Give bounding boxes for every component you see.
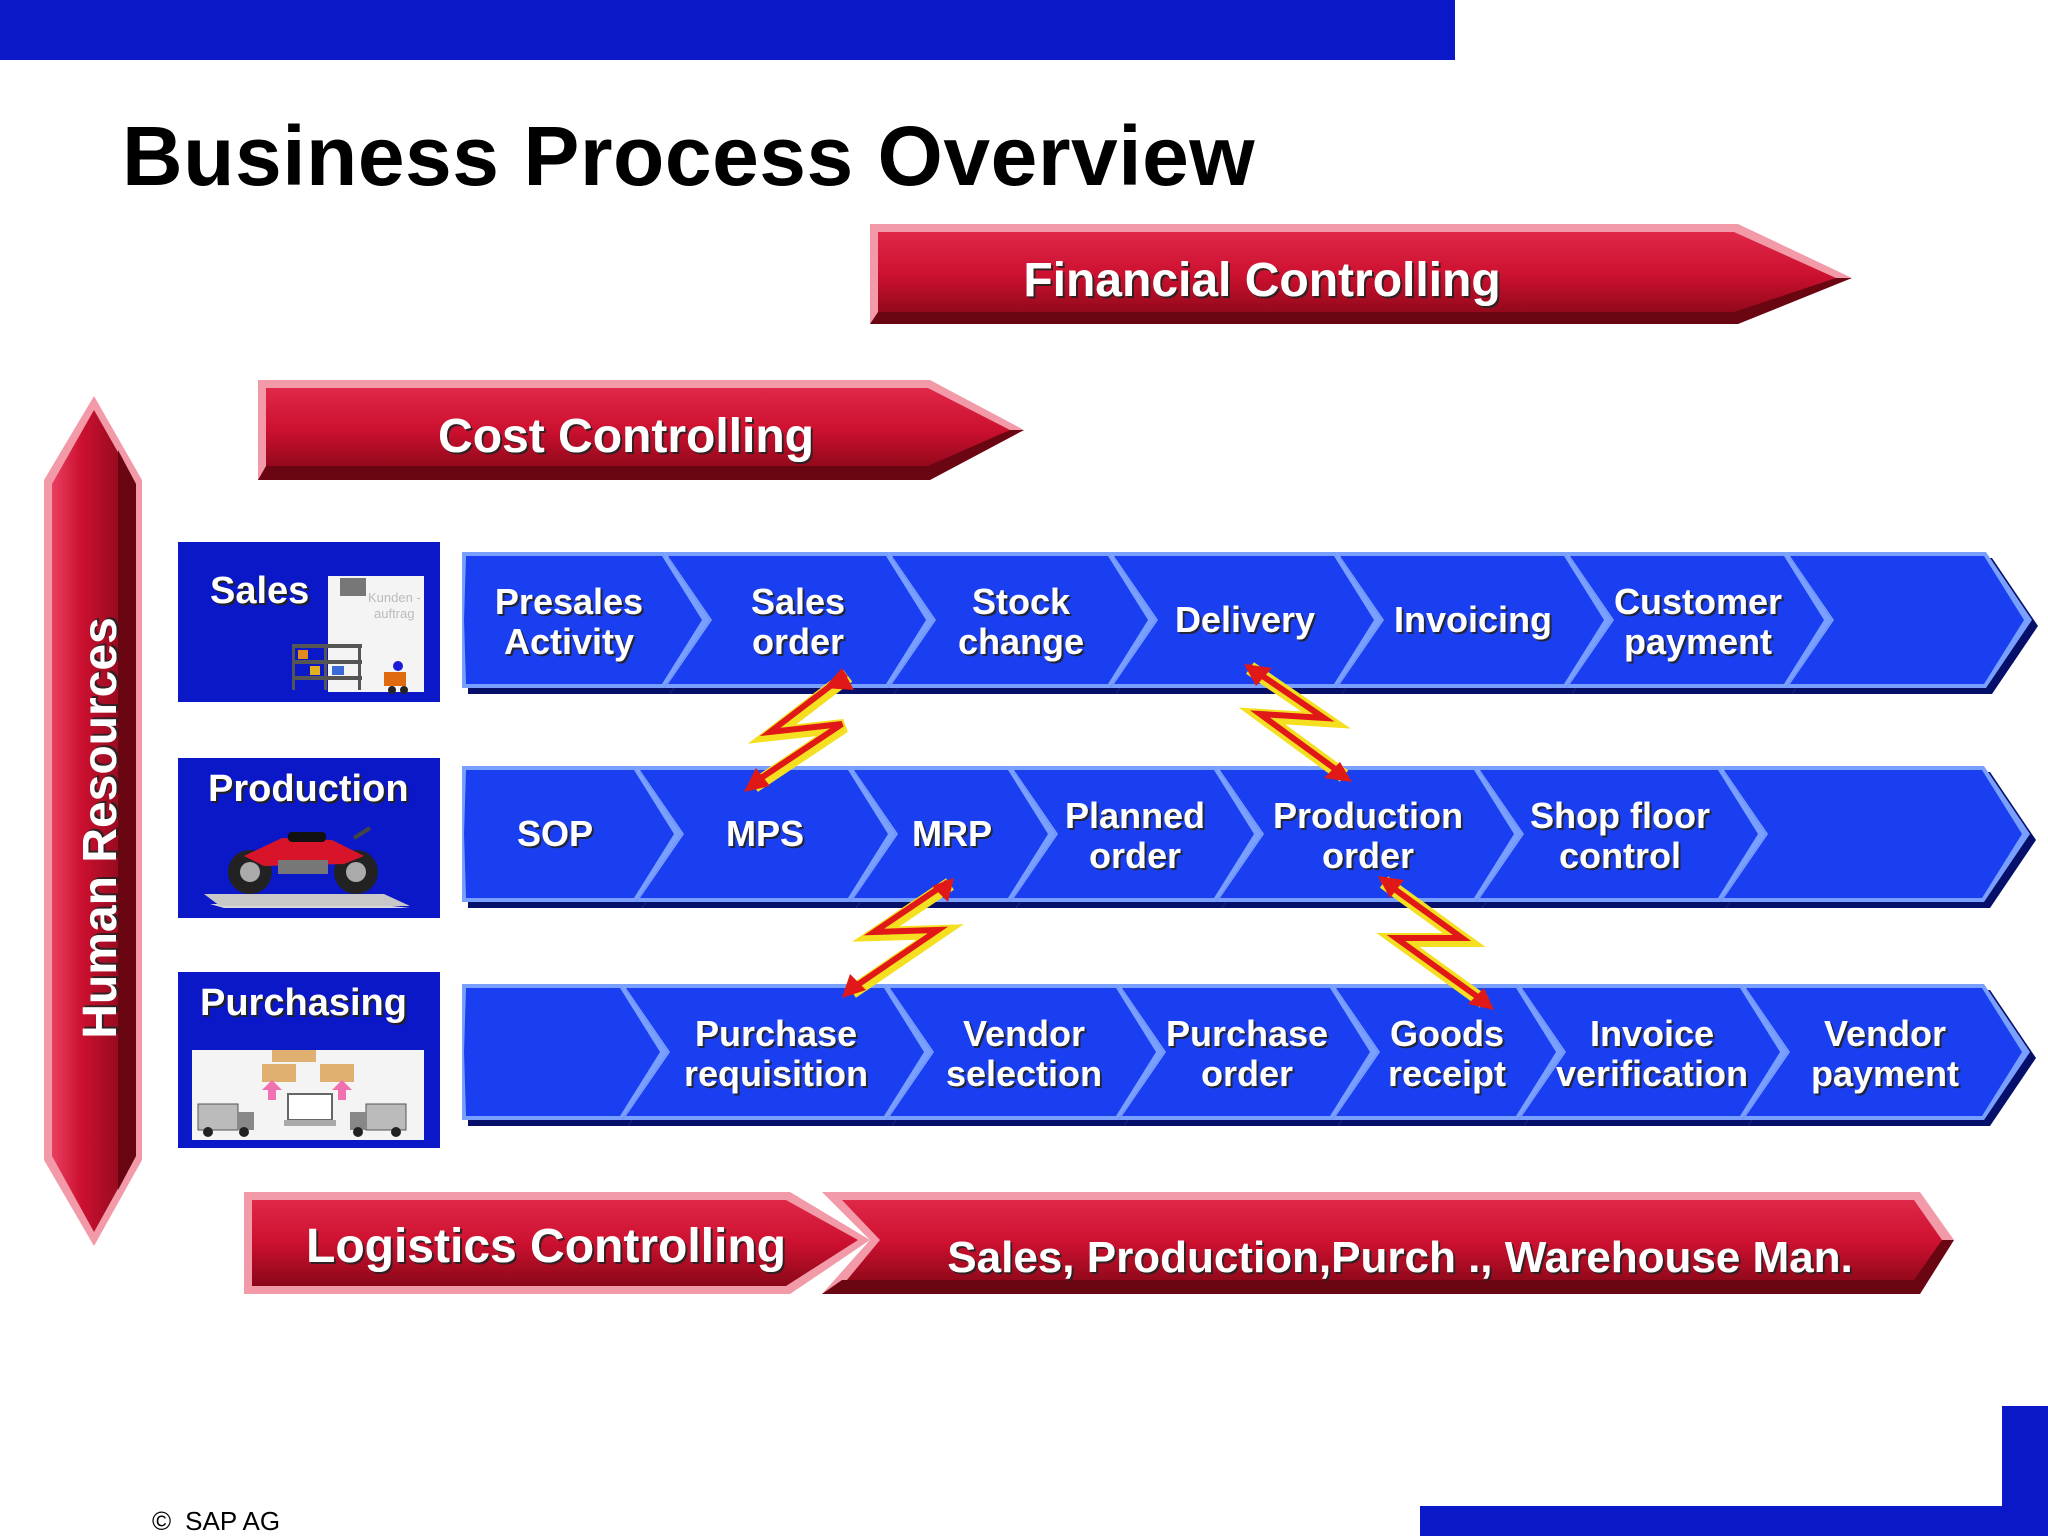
sales-step-1-label-1: Presales	[495, 581, 643, 622]
sales-step-7	[1786, 552, 2038, 694]
production-step-5-label-1: Production	[1273, 795, 1463, 836]
purchasing-step-6-label-1: Invoice	[1590, 1013, 1714, 1054]
sales-step-3-label-2: change	[958, 621, 1084, 662]
picture-text-1: Kunden -	[368, 590, 421, 605]
sales-step-6-label-2: payment	[1624, 621, 1772, 662]
sales-step-3-label-1: Stock	[972, 581, 1071, 622]
logistics-controlling-arrow	[244, 1192, 1954, 1294]
footer-accent-bar	[1420, 1506, 2048, 1536]
sales-step-2-label-1: Sales	[751, 581, 845, 622]
production-box: Production	[178, 758, 440, 918]
sales-box: Sales Kunden - auftrag	[178, 542, 440, 702]
purchasing-box: Purchasing	[178, 972, 440, 1148]
purchasing-step-7-label-2: payment	[1811, 1053, 1959, 1094]
purchasing-step-2-label-1: Purchase	[695, 1013, 857, 1054]
printer-icon	[340, 578, 366, 596]
sales-step-6-label-1: Customer	[1614, 581, 1782, 622]
production-step-2: MPS	[636, 766, 902, 908]
production-step-6-label-2: control	[1559, 835, 1681, 876]
lightning-sales-mps	[744, 668, 854, 792]
logistics-picture	[192, 1028, 424, 1140]
motorcycle-icon	[204, 826, 410, 908]
sales-step-1-label-2: Activity	[504, 621, 634, 662]
copyright-symbol: ©	[152, 1506, 172, 1536]
cost-controlling-arrow	[258, 380, 1024, 480]
warehouse-picture: Kunden - auftrag	[292, 576, 424, 694]
production-step-1-label-1: SOP	[517, 813, 593, 854]
production-step-2-label-1: MPS	[726, 813, 804, 854]
sales-step-5-label-1: Invoicing	[1394, 599, 1552, 640]
sales-step-2-label-2: order	[752, 621, 844, 662]
shelves-icon	[292, 644, 408, 694]
production-step-3: MRP	[850, 766, 1062, 908]
financial-controlling-arrow	[870, 224, 1852, 324]
lightning-mrp-purchase	[842, 878, 964, 998]
trucks-icon	[197, 1028, 407, 1137]
production-step-4-label-1: Planned	[1065, 795, 1205, 836]
purchasing-step-2-label-2: requisition	[684, 1053, 868, 1094]
page-title: Business Process Overview	[122, 109, 1256, 203]
integration-lightning-arrows	[744, 662, 1494, 1010]
purchasing-process-row: PurchaserequisitionVendorselectionPurcha…	[462, 984, 2036, 1126]
cost-controlling-label: Cost Controlling	[438, 410, 814, 463]
purchasing-step-3-label-1: Vendor	[963, 1013, 1085, 1054]
copyright-text: SAP AG	[185, 1506, 281, 1536]
sales-label: Sales	[210, 570, 310, 612]
purchasing-step-4-label-2: order	[1201, 1053, 1293, 1094]
production-label: Production	[208, 768, 409, 810]
sales-step-4: Delivery	[1110, 552, 1388, 694]
copyright: © SAP AG	[152, 1506, 294, 1537]
purchasing-step-5-label-2: receipt	[1388, 1053, 1506, 1094]
purchasing-step-7-label-1: Vendor	[1824, 1013, 1946, 1054]
production-step-4-label-2: order	[1089, 835, 1181, 876]
lightning-production-goods	[1376, 876, 1494, 1010]
human-resources-arrow	[44, 396, 142, 1246]
sales-step-5: Invoicing	[1336, 552, 1618, 694]
sales-step-4-label-1: Delivery	[1175, 599, 1315, 640]
production-step-5-label-2: order	[1322, 835, 1414, 876]
logistics-detail-label: Sales, Production,Purch ., Warehouse Man…	[947, 1233, 1852, 1282]
purchasing-step-5-label-1: Goods	[1390, 1013, 1504, 1054]
human-resources-label: Human Resources	[74, 617, 127, 1038]
logistics-controlling-label: Logistics Controlling	[306, 1220, 786, 1273]
purchasing-step-6-label-2: verification	[1556, 1053, 1748, 1094]
sales-process-row: PresalesActivitySalesorderStockchangeDel…	[462, 552, 2038, 694]
production-step-3-label-1: MRP	[912, 813, 992, 854]
purchasing-label: Purchasing	[200, 982, 407, 1024]
purchasing-step-4-label-1: Purchase	[1166, 1013, 1328, 1054]
footer-accent-corner	[2002, 1406, 2048, 1536]
production-step-1: SOP	[462, 766, 688, 908]
top-accent-bar	[0, 0, 1455, 60]
lightning-delivery-production	[1238, 662, 1352, 782]
production-step-7	[1720, 766, 2036, 908]
purchasing-step-3-label-2: selection	[946, 1053, 1102, 1094]
picture-text-2: auftrag	[374, 606, 415, 621]
production-step-6-label-1: Shop floor	[1530, 795, 1710, 836]
purchasing-step-1	[462, 984, 674, 1126]
financial-controlling-label: Financial Controlling	[1023, 254, 1500, 307]
